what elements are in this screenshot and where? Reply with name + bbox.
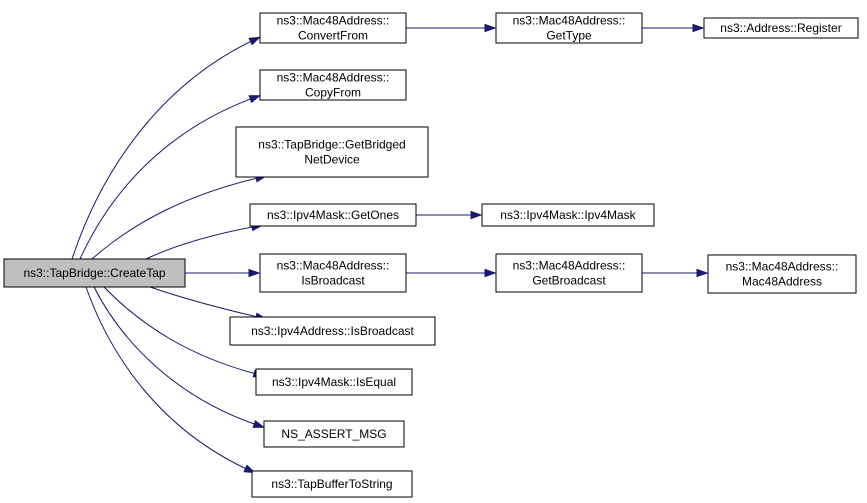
node-label: ns3::Ipv4Mask::GetOnes <box>267 208 399 222</box>
edge-create-tap-to-copy-from <box>79 95 262 260</box>
node-label: ns3::Mac48Address:: <box>513 14 626 28</box>
edge-create-tap-to-mac-is-broadcast <box>185 268 261 278</box>
edge-create-tap-to-ns-assert-msg <box>93 286 266 428</box>
node-ipv4-is-broadcast[interactable]: ns3::Ipv4Address::IsBroadcast <box>229 316 436 346</box>
node-label: CopyFrom <box>305 86 361 100</box>
node-is-equal[interactable]: ns3::Ipv4Mask::IsEqual <box>255 368 413 396</box>
edge-mac-is-broadcast-to-get-broadcast <box>406 268 497 278</box>
node-label: ns3::Ipv4Mask::Ipv4Mask <box>500 208 636 222</box>
node-label: ConvertFrom <box>298 29 368 43</box>
node-label: ns3::TapBufferToString <box>271 477 392 491</box>
node-get-type[interactable]: ns3::Mac48Address::GetType <box>495 12 643 44</box>
node-create-tap[interactable]: ns3::TapBridge::CreateTap <box>3 258 186 288</box>
node-mac-is-broadcast[interactable]: ns3::Mac48Address::IsBroadcast <box>259 253 407 293</box>
node-label: ns3::Mac48Address:: <box>277 71 390 85</box>
node-label: Mac48Address <box>742 275 822 289</box>
node-get-ones[interactable]: ns3::Ipv4Mask::GetOnes <box>249 203 417 227</box>
node-mac48address-ctor[interactable]: ns3::Mac48Address::Mac48Address <box>707 254 857 294</box>
edge-create-tap-to-get-bridged-net-device <box>91 174 268 260</box>
edge-get-broadcast-to-mac48address-ctor <box>642 268 709 278</box>
node-get-broadcast[interactable]: ns3::Mac48Address::GetBroadcast <box>495 253 643 293</box>
edge-get-ones-to-ipv4mask-ctor <box>416 210 483 220</box>
node-label: ns3::Address::Register <box>720 21 841 35</box>
edge-create-tap-to-ipv4-is-broadcast <box>149 286 268 321</box>
edge-create-tap-to-get-ones <box>145 223 264 260</box>
node-label: GetBroadcast <box>532 274 606 288</box>
node-copy-from[interactable]: ns3::Mac48Address::CopyFrom <box>259 69 407 101</box>
node-label: IsBroadcast <box>301 274 365 288</box>
node-label: ns3::Mac48Address:: <box>277 14 390 28</box>
node-ipv4mask-ctor[interactable]: ns3::Ipv4Mask::Ipv4Mask <box>481 203 655 227</box>
edge-create-tap-to-tap-buffer-to-string <box>85 286 257 474</box>
edge-create-tap-to-convert-from <box>71 36 261 260</box>
node-label: ns3::Ipv4Address::IsBroadcast <box>251 324 414 338</box>
node-label: GetType <box>546 29 592 43</box>
node-label: NetDevice <box>304 153 360 167</box>
node-ns-assert-msg[interactable]: NS_ASSERT_MSG <box>263 420 405 448</box>
node-tap-buffer-to-string[interactable]: ns3::TapBufferToString <box>251 470 413 498</box>
node-label: ns3::Mac48Address:: <box>277 259 390 273</box>
node-label: ns3::Mac48Address:: <box>726 260 839 274</box>
node-address-register[interactable]: ns3::Address::Register <box>703 17 859 39</box>
node-convert-from[interactable]: ns3::Mac48Address::ConvertFrom <box>259 12 407 44</box>
node-label: ns3::Mac48Address:: <box>513 259 626 273</box>
nodes-layer: ns3::TapBridge::CreateTap ns3::Mac48Addre… <box>3 12 859 498</box>
node-label: ns3::Ipv4Mask::IsEqual <box>272 375 396 389</box>
edge-get-type-to-address-register <box>642 23 705 33</box>
node-label: ns3::TapBridge::CreateTap <box>23 266 165 280</box>
node-label: ns3::TapBridge::GetBridged <box>258 138 405 152</box>
edge-convert-from-to-get-type <box>406 23 497 33</box>
node-label: NS_ASSERT_MSG <box>281 427 386 441</box>
